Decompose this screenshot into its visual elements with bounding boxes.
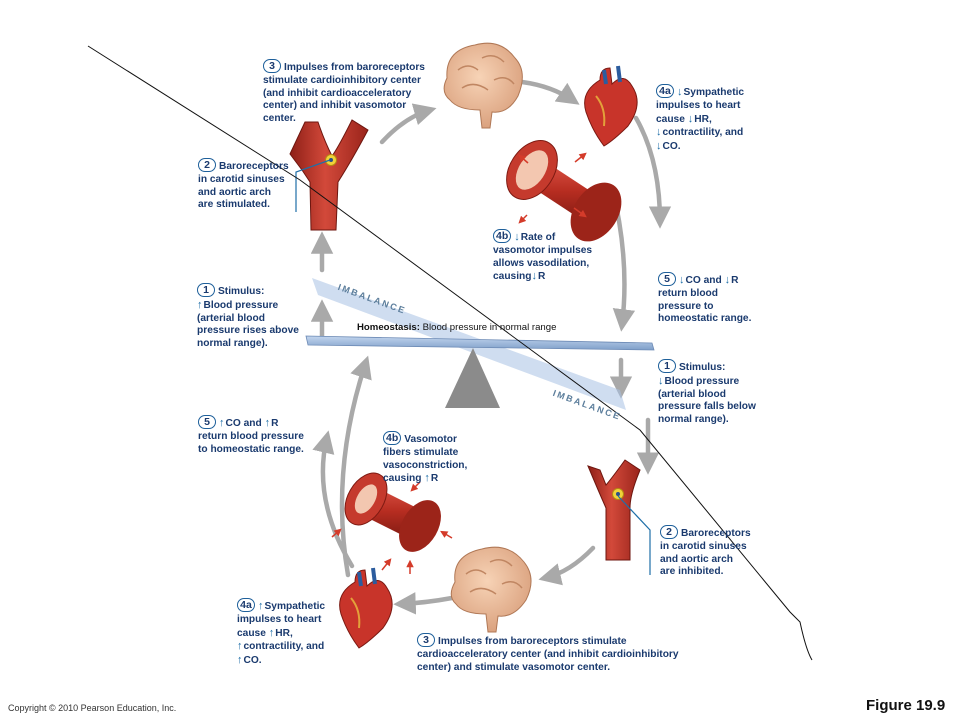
step-number: 2	[660, 525, 678, 539]
label-bottom-step4a: 4a↑Sympathetic impulses to heart cause ↑…	[237, 598, 326, 667]
blood-vessel-dilated	[506, 140, 622, 242]
arrow-heart-to-step5	[633, 115, 672, 229]
up-arrow-icon: ↑	[264, 417, 271, 429]
arrow-left-up	[339, 355, 372, 578]
label-top-step4b: 4b↓Rate of vasomotor impulses allows vas…	[493, 229, 593, 283]
heart-bottom	[339, 567, 393, 649]
up-arrow-icon: ↑	[258, 600, 264, 612]
blood-vessel-constricted	[331, 472, 453, 574]
step-number: 3	[417, 633, 435, 647]
down-arrow-icon: ↓	[514, 231, 520, 243]
brain-bottom	[450, 546, 532, 633]
figure-number: Figure 19.9	[866, 697, 946, 714]
step-number: 4a	[656, 84, 674, 98]
bracket-lines	[295, 159, 651, 575]
step-number: 5	[658, 272, 676, 286]
step-number: 4b	[383, 431, 402, 445]
carotid-artery-bottom	[587, 459, 641, 561]
down-arrow-icon: ↓	[687, 112, 694, 125]
step-number: 1	[658, 359, 676, 373]
up-arrow-icon: ↑	[237, 654, 243, 667]
down-arrow-icon: ↓	[658, 374, 664, 387]
copyright-text: Copyright © 2010 Pearson Education, Inc.	[8, 703, 177, 713]
carotid-artery-top	[289, 119, 369, 231]
arrow-vessel-to-brain-top	[379, 103, 437, 145]
step-number: 4a	[237, 598, 255, 612]
step-number: 5	[198, 415, 216, 429]
step-number: 1	[197, 283, 215, 297]
diagonal-line	[87, 45, 813, 661]
step-number: 4b	[493, 229, 512, 243]
up-arrow-icon: ↑	[424, 472, 430, 485]
label-top-step5: 5↓CO and ↓R return blood pressure to hom…	[658, 272, 752, 325]
arrow-brain-to-heart-top	[519, 79, 580, 105]
homeostasis-label: Homeostasis: Blood pressure in normal ra…	[357, 322, 557, 333]
arrow-vessel-to-brain-bottom	[538, 545, 596, 586]
step-number: 2	[198, 158, 216, 172]
up-arrow-icon: ↑	[237, 640, 243, 653]
seesaw	[305, 278, 655, 410]
down-arrow-icon: ↓	[531, 270, 538, 283]
brain-top	[443, 42, 523, 129]
down-arrow-icon: ↓	[724, 274, 731, 286]
arrow-brain-to-heart-bottom	[393, 592, 455, 615]
down-arrow-icon: ↓	[677, 86, 683, 98]
up-arrow-icon: ↑	[219, 417, 225, 429]
label-top-step4a: 4a↓Sympathetic impulses to heart cause ↓…	[656, 84, 745, 153]
down-arrow-icon: ↓	[656, 126, 662, 139]
down-arrow-icon: ↓	[679, 274, 685, 286]
heart-top	[584, 65, 638, 147]
up-arrow-icon: ↑	[197, 298, 203, 311]
step-number: 3	[263, 59, 281, 73]
label-bottom-step5: 5↑CO and ↑R return blood pressure to hom…	[198, 415, 304, 455]
seesaw-board	[305, 335, 655, 351]
seesaw-fulcrum	[445, 348, 500, 408]
up-arrow-icon: ↑	[268, 626, 275, 639]
down-arrow-icon: ↓	[656, 140, 662, 153]
